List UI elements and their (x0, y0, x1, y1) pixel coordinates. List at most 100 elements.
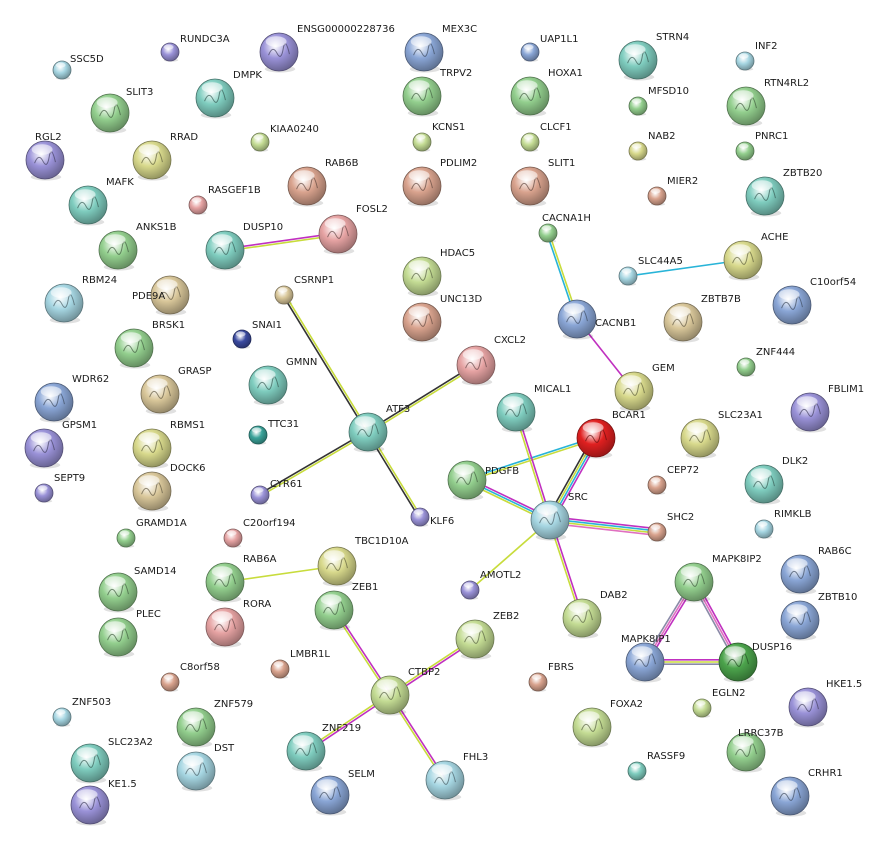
node-rab6c[interactable]: RAB6C (780, 546, 852, 595)
node-tbc1d10a[interactable]: TBC1D10A (317, 536, 409, 587)
node-cxcl2[interactable]: CXCL2 (456, 335, 526, 386)
node-shc2[interactable]: SHC2 (647, 512, 694, 542)
node-znf219[interactable]: ZNF219 (286, 723, 361, 772)
node-mical1[interactable]: MICAL1 (496, 384, 571, 433)
node-rab6b[interactable]: RAB6B (287, 158, 359, 207)
node-zbtb10[interactable]: ZBTB10 (780, 592, 857, 641)
node-mapk8ip1[interactable]: MAPK8IP1 (621, 634, 671, 683)
node-anks1b[interactable]: ANKS1B (98, 222, 177, 271)
node-hoxa1[interactable]: HOXA1 (510, 68, 583, 117)
node-dusp16[interactable]: DUSP16 (718, 642, 792, 683)
node-rundc3a[interactable]: RUNDC3A (160, 34, 230, 62)
node-cep72[interactable]: CEP72 (647, 465, 699, 495)
node-sept9[interactable]: SEPT9 (34, 473, 85, 503)
node-trpv2[interactable]: TRPV2 (402, 68, 472, 117)
node-src[interactable]: SRC (530, 492, 588, 541)
node-grasp[interactable]: GRASP (140, 366, 212, 415)
node-mex3c[interactable]: MEX3C (404, 24, 477, 73)
node-ke1.5[interactable]: KE1.5 (70, 779, 137, 826)
node-pdlim2[interactable]: PDLIM2 (402, 158, 477, 207)
node-gramd1a[interactable]: GRAMD1A (116, 518, 187, 548)
node-slit1[interactable]: SLIT1 (510, 158, 575, 207)
node-rgl2[interactable]: RGL2 (25, 132, 65, 181)
node-fosl2[interactable]: FOSL2 (318, 204, 388, 255)
node-amotl2[interactable]: AMOTL2 (460, 570, 521, 600)
node-egln2[interactable]: EGLN2 (692, 688, 745, 718)
edge-ATF3-CYR61[interactable] (259, 430, 369, 497)
node-mier2[interactable]: MIER2 (647, 176, 698, 206)
node-c20orf194[interactable]: C20orf194 (223, 518, 296, 548)
node-plec[interactable]: PLEC (98, 609, 161, 658)
node-crhr1[interactable]: CRHR1 (770, 768, 843, 817)
node-slc23a2[interactable]: SLC23A2 (70, 737, 153, 784)
node-ssc5d[interactable]: SSC5D (52, 54, 104, 80)
node-csrnp1[interactable]: CSRNP1 (274, 275, 334, 305)
node-mfsd10[interactable]: MFSD10 (628, 86, 689, 116)
node-rrad[interactable]: RRAD (132, 132, 198, 181)
node-c10orf54[interactable]: C10orf54 (772, 277, 856, 326)
node-gmnn[interactable]: GMNN (248, 357, 317, 406)
node-bcar1[interactable]: BCAR1 (576, 410, 646, 459)
node-foxa2[interactable]: FOXA2 (572, 699, 643, 748)
node-rasgef1b[interactable]: RASGEF1B (188, 185, 261, 215)
node-pde9a[interactable]: PDE9A (132, 275, 190, 316)
node-mafk[interactable]: MAFK (68, 177, 134, 226)
node-slit3[interactable]: SLIT3 (90, 87, 153, 134)
node-pnrc1[interactable]: PNRC1 (735, 131, 788, 161)
node-znf503[interactable]: ZNF503 (52, 697, 111, 727)
node-ensg[interactable]: ENSG00000228736 (259, 24, 395, 73)
node-znf444[interactable]: ZNF444 (736, 347, 795, 377)
node-pdgfb[interactable]: PDGFB (447, 460, 519, 501)
node-dmpk[interactable]: DMPK (195, 70, 262, 119)
node-ttc31[interactable]: TTC31 (248, 419, 299, 445)
node-nab2[interactable]: NAB2 (628, 131, 676, 161)
node-fbrs[interactable]: FBRS (528, 662, 574, 692)
node-rbm24[interactable]: RBM24 (44, 275, 117, 324)
node-cyr61[interactable]: CYR61 (250, 479, 303, 505)
node-uap1l1[interactable]: UAP1L1 (520, 34, 579, 62)
node-slc44a5[interactable]: SLC44A5 (618, 256, 683, 286)
node-rbms1[interactable]: RBMS1 (132, 420, 205, 469)
node-cacnb1[interactable]: CACNB1 (557, 299, 636, 340)
node-atf3[interactable]: ATF3 (348, 404, 410, 453)
node-kcns1[interactable]: KCNS1 (412, 122, 465, 152)
node-znf579[interactable]: ZNF579 (176, 699, 253, 748)
node-brsk1[interactable]: BRSK1 (114, 320, 185, 369)
node-rtn4rl2[interactable]: RTN4RL2 (726, 78, 809, 127)
node-dock6[interactable]: DOCK6 (132, 463, 205, 512)
node-samd14[interactable]: SAMD14 (98, 566, 176, 613)
node-dusp10[interactable]: DUSP10 (205, 222, 283, 271)
node-kiaa0240[interactable]: KIAA0240 (250, 124, 319, 152)
node-dab2[interactable]: DAB2 (562, 590, 628, 639)
node-rora[interactable]: RORA (205, 599, 271, 648)
node-hke1.5[interactable]: HKE1.5 (788, 679, 862, 728)
node-rimklb[interactable]: RIMKLB (754, 509, 812, 539)
node-ctbp2[interactable]: CTBP2 (370, 667, 440, 716)
node-gpsm1[interactable]: GPSM1 (24, 420, 97, 469)
node-mapk8ip2[interactable]: MAPK8IP2 (674, 554, 762, 603)
node-fhl3[interactable]: FHL3 (425, 752, 488, 801)
node-zeb2[interactable]: ZEB2 (455, 611, 519, 660)
edge-CXCL2-ATF3[interactable] (366, 363, 478, 434)
node-c8orf58[interactable]: C8orf58 (160, 662, 220, 692)
node-zbtb7b[interactable]: ZBTB7B (663, 294, 741, 343)
node-dlk2[interactable]: DLK2 (744, 456, 808, 505)
node-klf6[interactable]: KLF6 (410, 507, 454, 527)
node-unc13d[interactable]: UNC13D (402, 294, 483, 343)
node-slc23a1[interactable]: SLC23A1 (680, 410, 763, 459)
node-rab6a[interactable]: RAB6A (205, 554, 277, 603)
node-clcf1[interactable]: CLCF1 (520, 122, 572, 152)
node-zeb1[interactable]: ZEB1 (314, 582, 378, 631)
node-rassf9[interactable]: RASSF9 (627, 751, 685, 781)
node-snai1[interactable]: SNAI1 (232, 320, 282, 349)
node-inf2[interactable]: INF2 (735, 41, 778, 71)
node-hdac5[interactable]: HDAC5 (402, 248, 475, 297)
node-fblim1[interactable]: FBLIM1 (790, 384, 864, 433)
node-dst[interactable]: DST (176, 743, 235, 792)
node-lrrc37b[interactable]: LRRC37B (726, 728, 784, 773)
node-zbtb20[interactable]: ZBTB20 (745, 168, 822, 217)
node-gem[interactable]: GEM (614, 363, 675, 412)
node-lmbr1l[interactable]: LMBR1L (270, 649, 330, 679)
edge-CSRNP1-ATF3[interactable] (282, 294, 370, 433)
node-ache[interactable]: ACHE (723, 232, 789, 281)
